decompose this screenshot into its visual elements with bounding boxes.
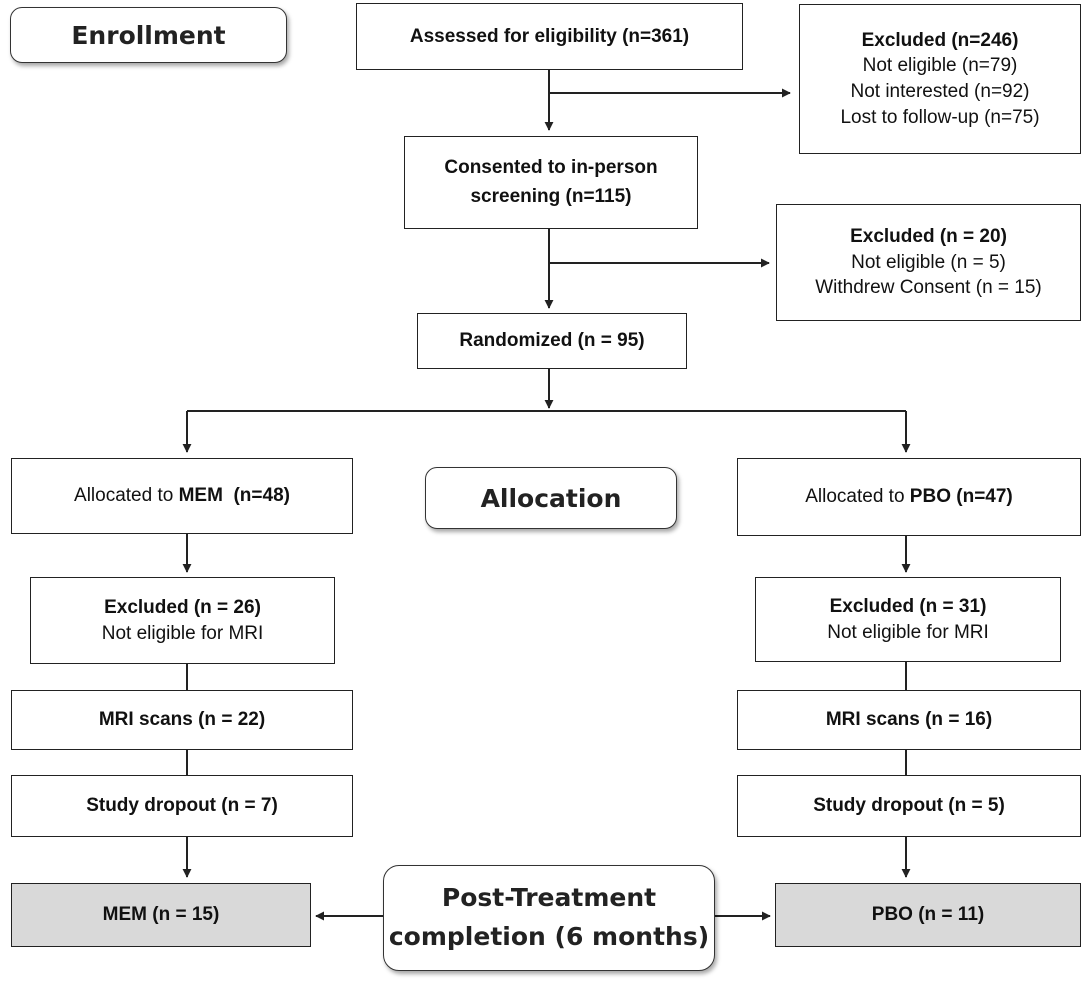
excluded-1-line: Not eligible (n=79) (862, 55, 1018, 77)
excluded-1-line: Not interested (n=92) (850, 81, 1030, 102)
mem-alloc-count: (n=48) (233, 485, 290, 507)
pbo-final-box: PBO (n = 11) (775, 883, 1081, 947)
pbo-alloc-arm: PBO (909, 486, 951, 508)
enrollment-label-text: Enrollment (71, 20, 226, 50)
mem-dropout-text: Study dropout (n = 7) (86, 795, 278, 817)
randomized-title: Randomized (n = 95) (459, 330, 645, 352)
excluded-1-title: Excluded (n=246) (861, 29, 1019, 51)
assessed-box: Assessed for eligibility (n=361) (356, 3, 743, 70)
pbo-excluded-box: Excluded (n = 31) Not eligible for MRI (755, 577, 1061, 662)
consented-line: Consented to in-person (444, 157, 658, 178)
mem-final-text: MEM (n = 15) (102, 904, 220, 926)
mem-excluded-title: Excluded (n = 26) (104, 596, 261, 618)
excluded-2-line: Not eligible (n = 5) (851, 251, 1006, 273)
excluded-2-line: Withdrew Consent (n = 15) (815, 277, 1042, 299)
pbo-dropout-box: Study dropout (n = 5) (737, 775, 1081, 837)
mem-excluded-box: Excluded (n = 26) Not eligible for MRI (30, 577, 335, 664)
consented-line: screening (n=115) (470, 185, 632, 207)
mem-final-box: MEM (n = 15) (11, 883, 311, 947)
excluded-box-1: Excluded (n=246) Not eligible (n=79) Not… (799, 4, 1081, 154)
post-treatment-line-2: completion (6 months) (388, 922, 710, 951)
excluded-1-line: Lost to follow-up (n=75) (840, 106, 1040, 128)
pbo-final-text: PBO (n = 11) (871, 904, 985, 926)
mem-mri-box: MRI scans (n = 22) (11, 690, 353, 750)
enrollment-label: Enrollment (10, 7, 287, 63)
pbo-excluded-reason: Not eligible for MRI (827, 621, 989, 643)
randomized-box: Randomized (n = 95) (417, 313, 687, 369)
excluded-2-title: Excluded (n = 20) (850, 226, 1007, 248)
mem-excluded-reason: Not eligible for MRI (101, 622, 264, 644)
pbo-alloc-count: (n=47) (956, 486, 1013, 508)
allocation-label-text: Allocation (480, 483, 622, 513)
excluded-box-2: Excluded (n = 20) Not eligible (n = 5) W… (776, 204, 1081, 321)
pbo-alloc-prefix: Allocated to (805, 486, 910, 508)
assessed-title: Assessed for eligibility (n=361) (409, 25, 690, 47)
pbo-allocated-box: Allocated to PBO (n=47) (737, 458, 1081, 536)
mem-alloc-arm: MEM (178, 485, 223, 507)
post-treatment-label: Post-Treatment completion (6 months) (383, 865, 715, 971)
pbo-dropout-text: Study dropout (n = 5) (813, 795, 1005, 817)
mem-dropout-box: Study dropout (n = 7) (11, 775, 353, 837)
pbo-mri-text: MRI scans (n = 16) (825, 709, 993, 731)
mem-allocated-box: Allocated to MEM (n=48) (11, 458, 353, 534)
pbo-excluded-title: Excluded (n = 31) (829, 595, 987, 617)
post-treatment-line-1: Post-Treatment (441, 883, 657, 913)
consented-box: Consented to in-person screening (n=115) (404, 136, 698, 229)
mem-alloc-prefix: Allocated to (74, 485, 179, 507)
pbo-mri-box: MRI scans (n = 16) (737, 690, 1081, 750)
mem-mri-text: MRI scans (n = 22) (98, 709, 266, 731)
allocation-label: Allocation (425, 467, 677, 529)
